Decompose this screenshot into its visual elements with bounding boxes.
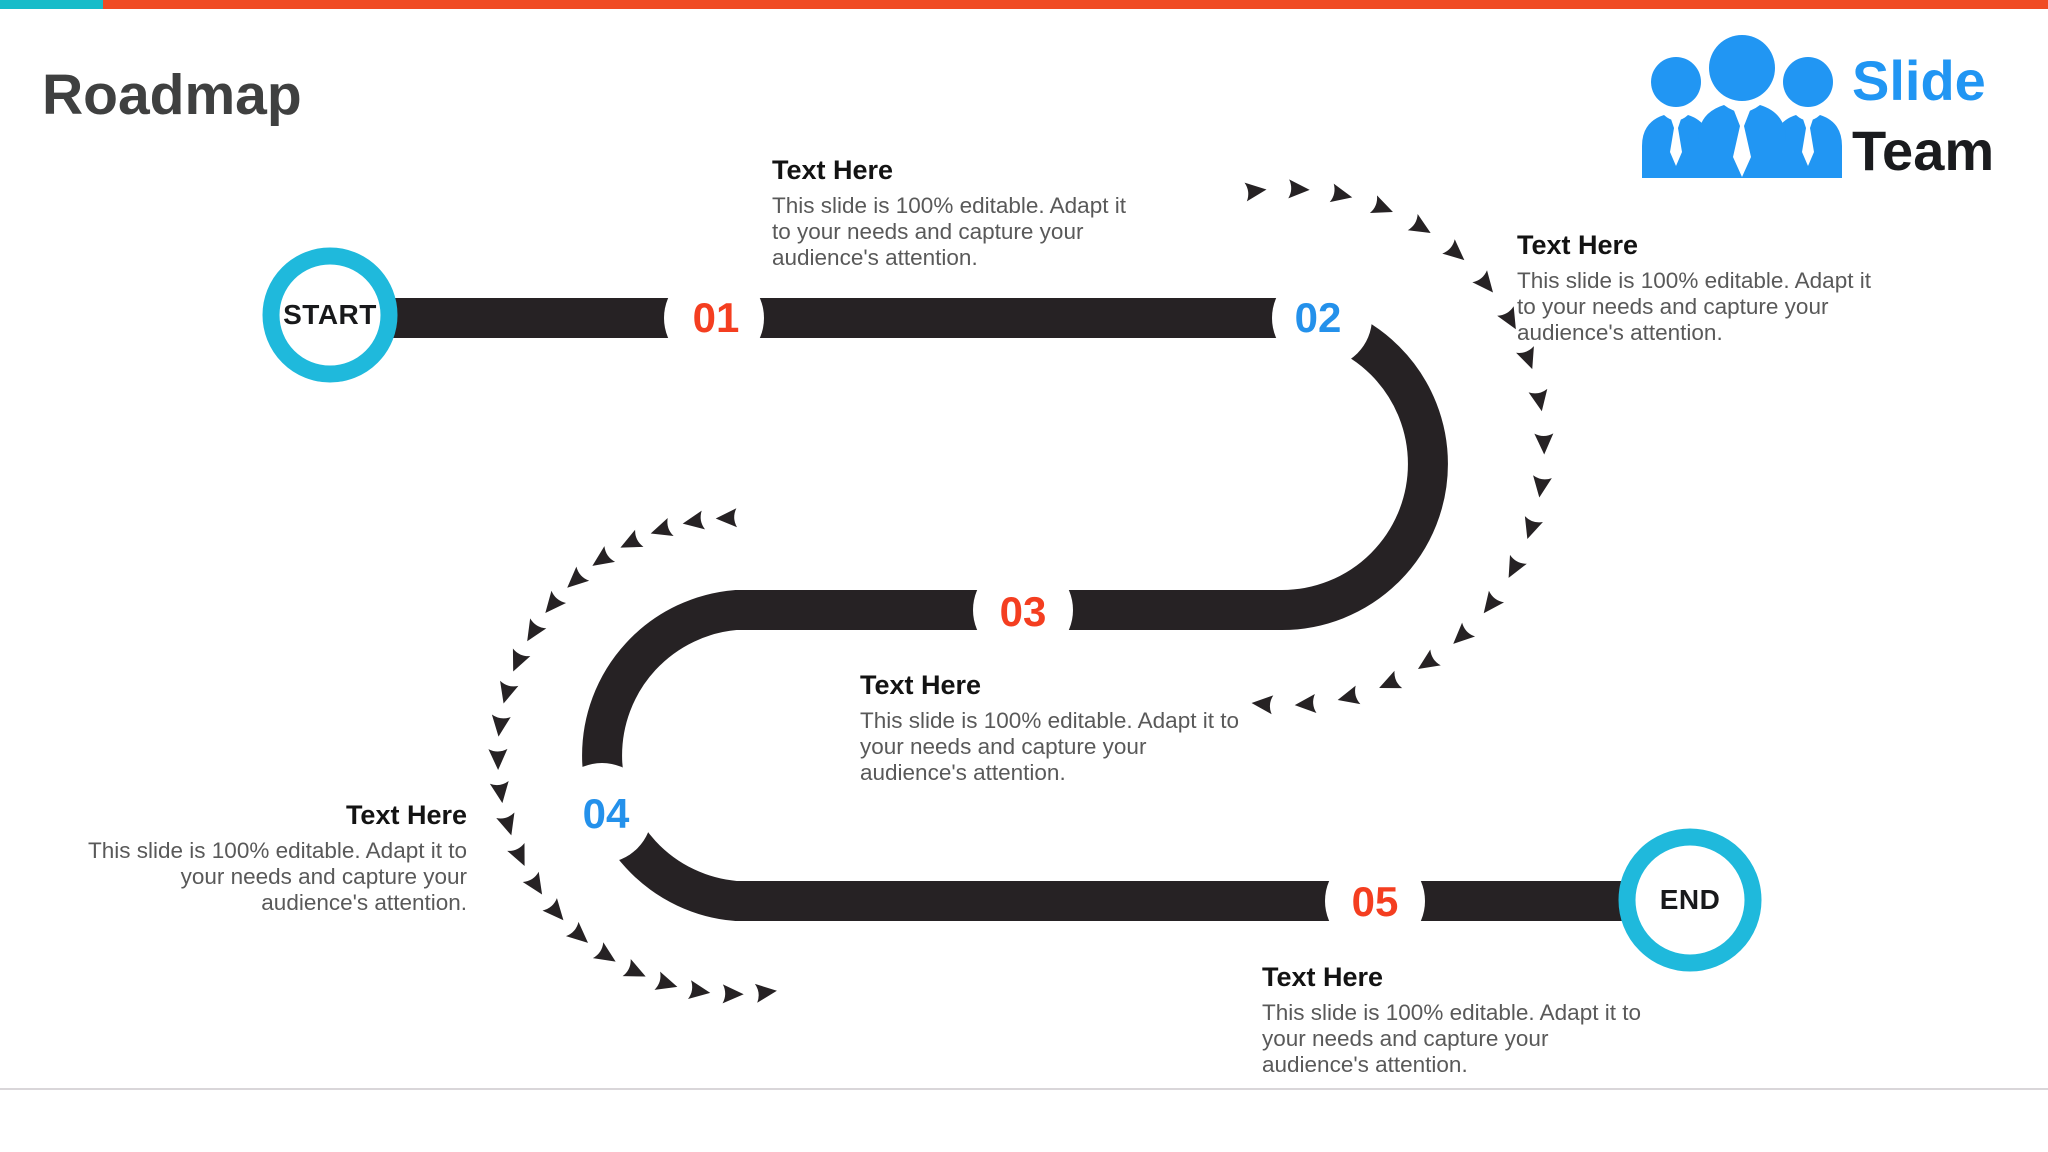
slideteam-logo-graphic: Slide Team — [1642, 35, 1994, 182]
arrow-arc-left-decoration — [488, 508, 777, 1004]
logo-text-team: Team — [1852, 119, 1994, 178]
slideteam-logo: Slide Team — [1612, 26, 2032, 182]
arrowhead-icon — [1379, 670, 1403, 689]
text-block-5-heading: Text Here — [1262, 962, 1384, 992]
text-block-2-line: This slide is 100% editable. Adapt it — [1517, 267, 1871, 293]
arrowhead-icon — [496, 812, 515, 836]
text-block-3: Text Here This slide is 100% editable. A… — [860, 670, 1239, 786]
end-label: END — [1659, 884, 1721, 915]
arrowhead-icon — [1533, 475, 1552, 498]
text-block-1-line: This slide is 100% editable. Adapt it — [772, 192, 1126, 218]
text-block-4-line: This slide is 100% editable. Adapt it to — [88, 837, 467, 863]
arrowhead-icon — [715, 508, 738, 528]
start-label: START — [283, 299, 377, 330]
text-block-3-heading: Text Here — [860, 670, 982, 700]
milestone-number-05: 05 — [1351, 878, 1399, 925]
arrowhead-icon — [620, 529, 644, 548]
arrowhead-icon — [688, 980, 711, 999]
milestone-number-03: 03 — [999, 588, 1047, 635]
arrowhead-icon — [682, 510, 706, 530]
arrowhead-icon — [1417, 649, 1441, 670]
arrowhead-icon — [1251, 695, 1274, 715]
text-block-4: Text Here This slide is 100% editable. A… — [88, 800, 467, 916]
arrowhead-icon — [545, 590, 567, 614]
arrowhead-icon — [1407, 214, 1431, 234]
arrowhead-icon — [1483, 590, 1505, 614]
text-block-1-heading: Text Here — [772, 155, 894, 185]
logo-text-slide: Slide — [1852, 49, 1986, 112]
arrowhead-icon — [754, 983, 777, 1003]
top-accent-bar-cyan-segment — [0, 0, 103, 9]
text-block-2: Text Here This slide is 100% editable. A… — [1517, 230, 1871, 346]
text-block-2-line: to your needs and capture your — [1517, 293, 1829, 319]
bottom-divider-line — [0, 1088, 2048, 1090]
text-block-1-line: to your needs and capture your — [772, 218, 1084, 244]
text-block-5-line: audience's attention. — [1262, 1051, 1468, 1077]
arrowhead-icon — [1329, 183, 1353, 203]
team-people-icon — [1642, 35, 1842, 178]
arrowhead-icon — [565, 921, 589, 943]
top-accent-bar — [0, 0, 2048, 9]
arrowhead-icon — [489, 780, 509, 804]
end-circle — [1618, 828, 1762, 972]
milestone-number-02: 02 — [1294, 294, 1342, 341]
arrowhead-icon — [542, 898, 564, 921]
arrowhead-icon — [1516, 346, 1534, 370]
arrowhead-icon — [1524, 516, 1543, 539]
arrowhead-icon — [1497, 306, 1516, 330]
milestone-number-04: 04 — [582, 790, 630, 837]
arrow-arc-right-decoration — [1244, 179, 1554, 715]
milestone-gaps — [552, 268, 1425, 951]
arrowhead-icon — [622, 958, 646, 977]
arrowhead-icon — [1294, 694, 1317, 713]
arrowhead-icon — [512, 648, 531, 672]
arrowhead-icon — [567, 566, 590, 588]
arrowhead-icon — [522, 871, 543, 895]
text-block-3-line: your needs and capture your — [860, 733, 1147, 759]
arrowhead-icon — [1337, 685, 1361, 705]
text-block-2-line: audience's attention. — [1517, 319, 1723, 345]
text-block-5: Text Here This slide is 100% editable. A… — [1262, 962, 1641, 1078]
arrowhead-icon — [1472, 270, 1494, 293]
text-block-5-line: This slide is 100% editable. Adapt it to — [1262, 999, 1641, 1025]
arrowhead-icon — [722, 984, 744, 1004]
start-circle — [262, 247, 398, 383]
text-block-3-line: This slide is 100% editable. Adapt it to — [860, 707, 1239, 733]
arrowhead-icon — [491, 714, 511, 737]
arrowhead-icon — [1508, 554, 1527, 578]
arrowhead-icon — [1453, 622, 1476, 644]
arrowhead-icon — [650, 517, 674, 537]
arrowhead-icon — [654, 971, 678, 990]
arrowhead-icon — [1369, 195, 1393, 213]
arrowhead-icon — [592, 942, 616, 962]
arrowhead-icon — [507, 842, 525, 867]
text-block-2-heading: Text Here — [1517, 230, 1639, 260]
arrowhead-icon — [592, 546, 616, 566]
text-block-3-line: audience's attention. — [860, 759, 1066, 785]
text-block-4-line: your needs and capture your — [180, 863, 467, 889]
arrowhead-icon — [500, 680, 519, 704]
text-block-1: Text Here This slide is 100% editable. A… — [772, 155, 1126, 271]
text-block-5-line: your needs and capture your — [1262, 1025, 1549, 1051]
arrowhead-icon — [1244, 182, 1267, 202]
text-block-1-line: audience's attention. — [772, 244, 978, 270]
arrowhead-icon — [1528, 388, 1548, 412]
text-block-4-line: audience's attention. — [261, 889, 467, 915]
arrowhead-icon — [1442, 239, 1465, 261]
arrowhead-icon — [1288, 179, 1310, 199]
arrowhead-icon — [1534, 433, 1554, 455]
arrowhead-icon — [488, 748, 508, 770]
page-title: Roadmap — [42, 63, 302, 128]
text-block-4-heading: Text Here — [345, 800, 467, 830]
arrowhead-icon — [527, 618, 547, 642]
milestone-number-01: 01 — [692, 294, 740, 341]
